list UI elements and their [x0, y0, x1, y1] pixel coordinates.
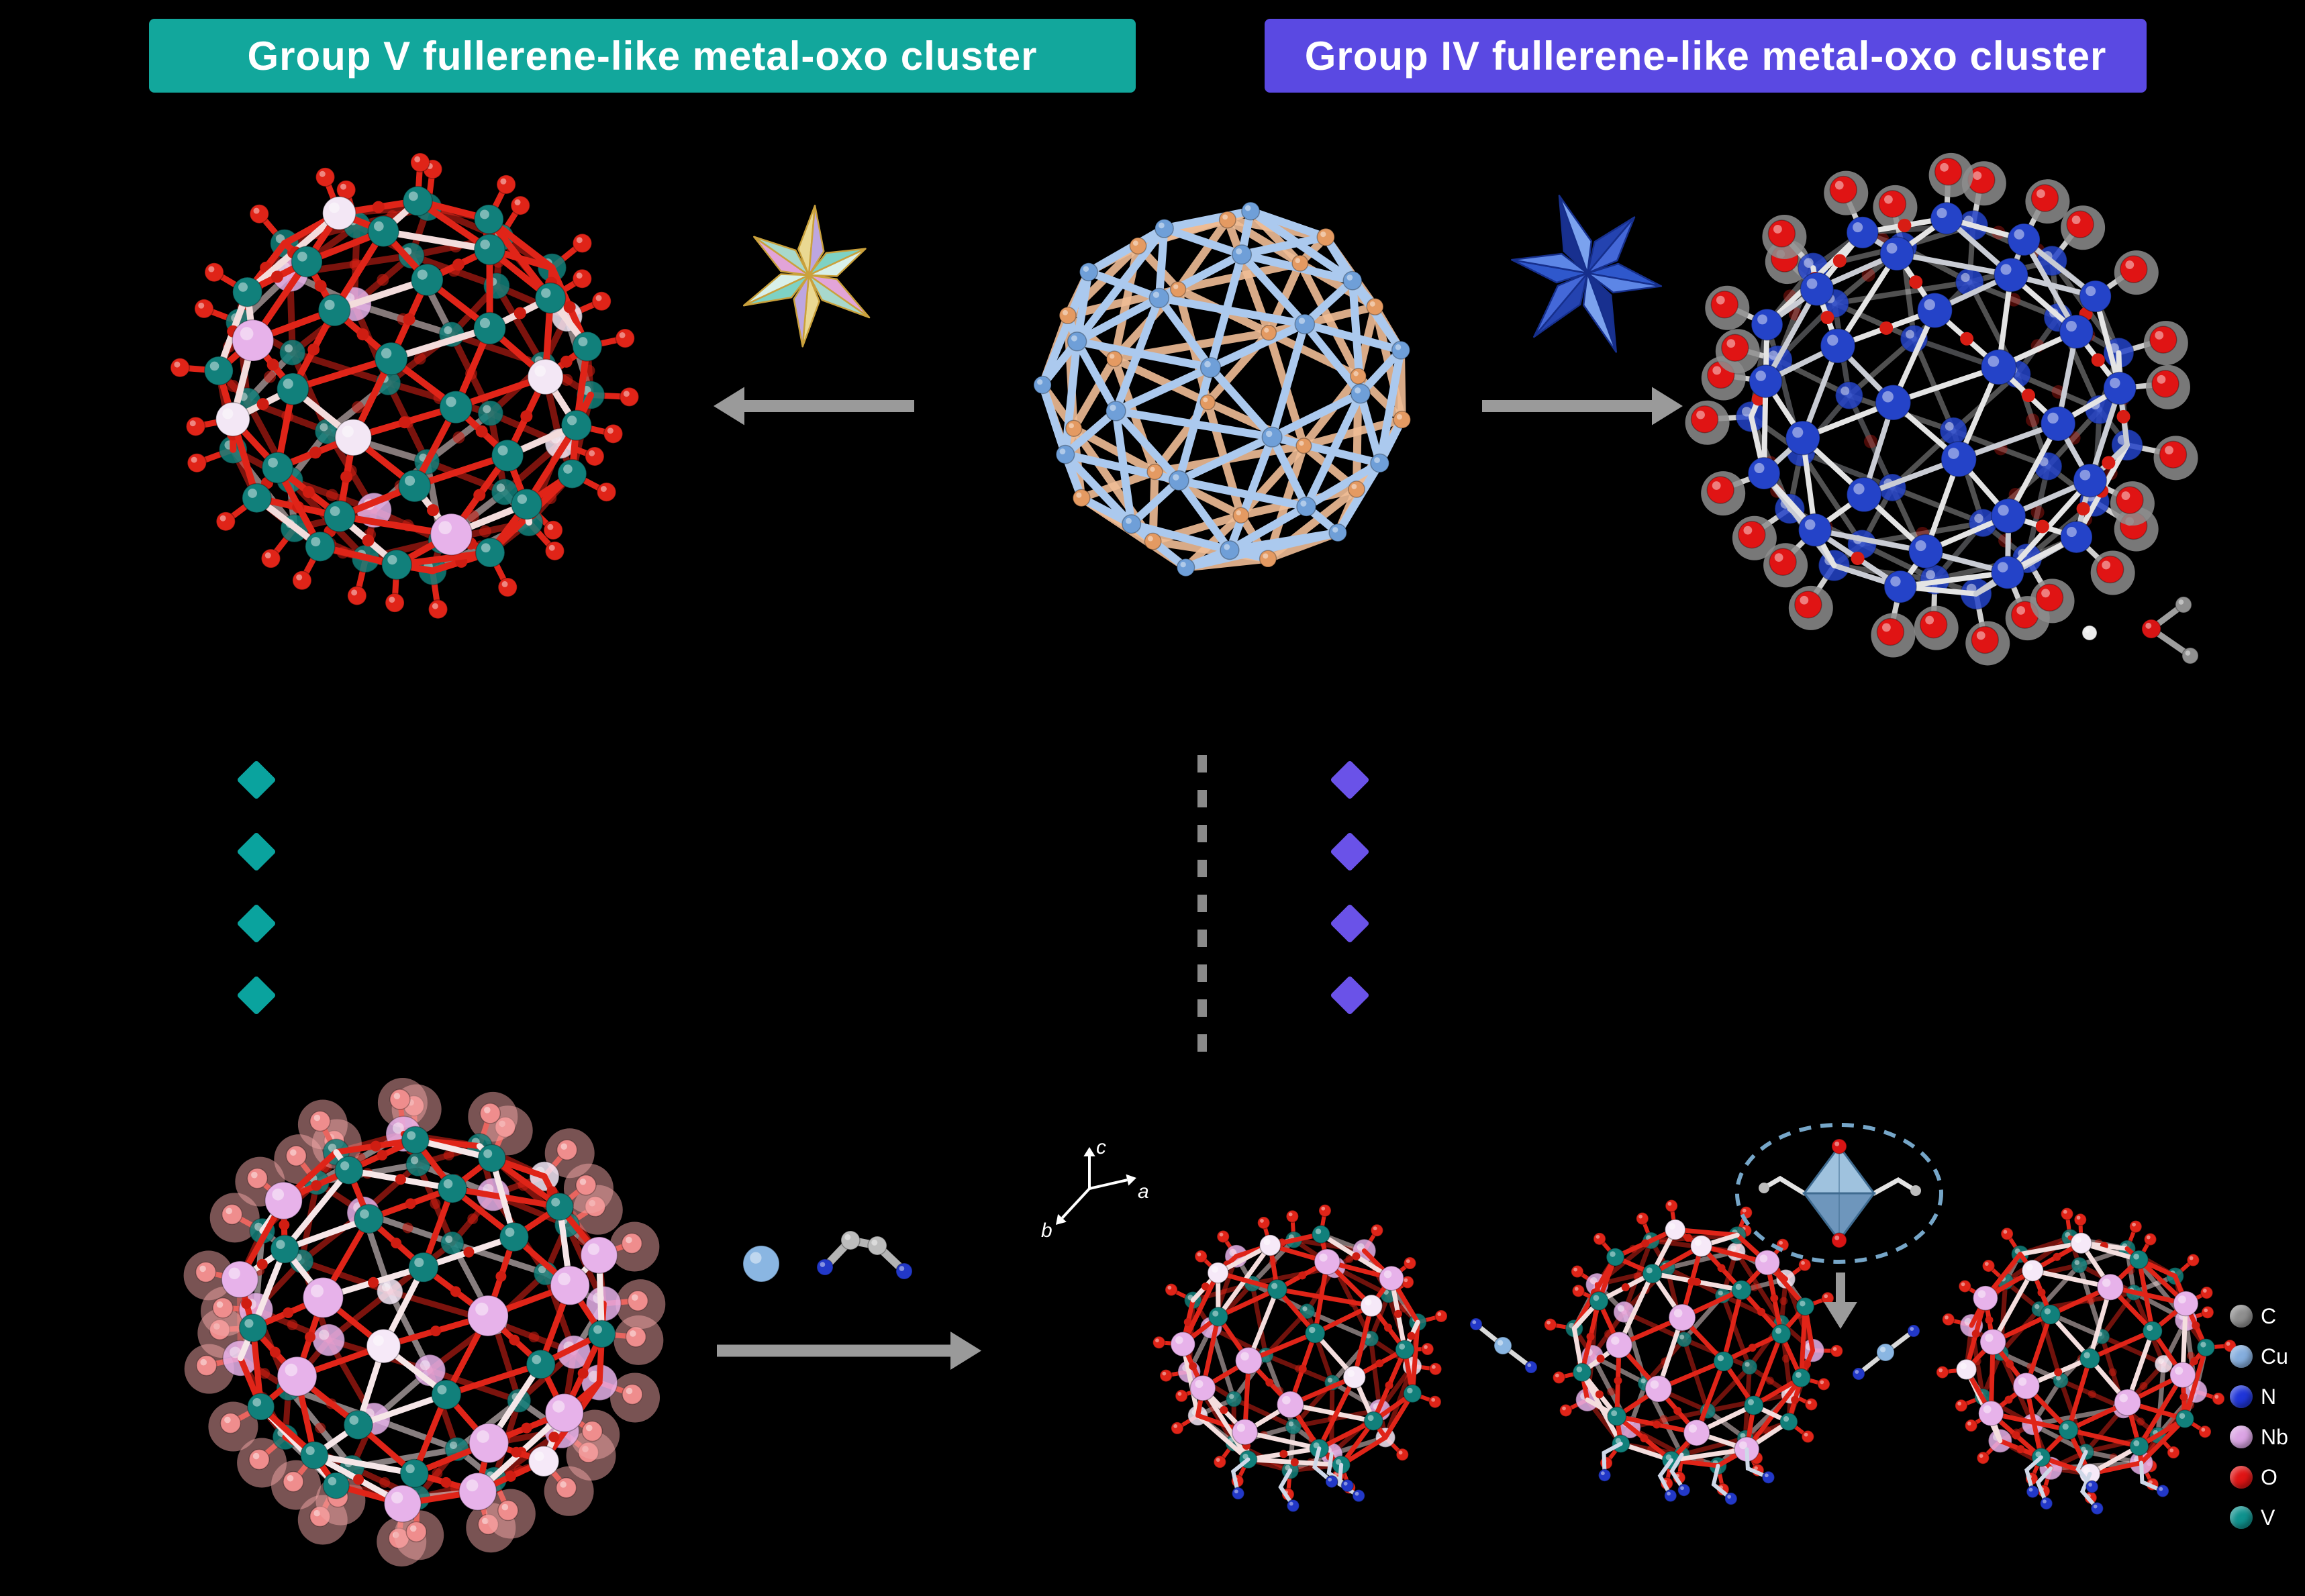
bullet-diamond — [1330, 975, 1370, 1015]
arrow-right-icon — [1477, 379, 1688, 433]
bullet-diamond — [236, 975, 277, 1015]
diamine-ligand-molecule — [816, 1228, 916, 1289]
svg-text:a: a — [1138, 1181, 1149, 1203]
dashed-divider — [1197, 755, 1207, 1064]
bullet-list-group-iv — [1330, 760, 1370, 1015]
legend-dot-C — [2230, 1305, 2253, 1328]
bullet-list-group-v — [236, 760, 277, 1015]
byproduct-molecule — [2071, 581, 2232, 681]
legend-label-N: N — [2261, 1384, 2277, 1409]
polyhedron-star-group-iv-icon — [1497, 183, 1678, 364]
chain-linker-2 — [1843, 1312, 1930, 1393]
polyhedron-star-group-v-icon — [728, 195, 889, 356]
legend-dot-N — [2230, 1385, 2253, 1408]
legend-label-Cu: Cu — [2261, 1344, 2288, 1368]
legend-label-Nb: Nb — [2261, 1424, 2288, 1449]
chain-cluster-1 — [1126, 1178, 1475, 1527]
chain-cluster-3 — [1911, 1181, 2260, 1530]
legend-dot-Nb — [2230, 1426, 2253, 1448]
bullet-diamond — [236, 903, 277, 944]
chain-linker-1 — [1460, 1305, 1547, 1386]
arrow-left-icon — [708, 379, 920, 433]
arrow-inset-down-icon — [1820, 1267, 1861, 1334]
legend-dot-Cu — [2230, 1345, 2253, 1368]
legend-dot-V — [2230, 1506, 2253, 1529]
copper-atom-icon — [737, 1240, 785, 1288]
legend-item-V: V — [2230, 1502, 2288, 1533]
bullet-diamond — [1330, 832, 1370, 872]
legend-label-O: O — [2261, 1464, 2277, 1489]
banner-group-v-label: Group V fullerene-like metal-oxo cluster — [247, 33, 1038, 79]
legend-dot-O — [2230, 1466, 2253, 1489]
banner-group-iv: Group IV fullerene-like metal-oxo cluste… — [1265, 19, 2147, 93]
legend-label-V: V — [2261, 1505, 2275, 1530]
legend-label-C: C — [2261, 1303, 2277, 1328]
bullet-diamond — [1330, 903, 1370, 944]
unit-cell-axes-icon: c a b — [1037, 1131, 1151, 1245]
legend-item-C: C — [2230, 1301, 2288, 1332]
banner-group-iv-label: Group IV fullerene-like metal-oxo cluste… — [1304, 33, 2107, 79]
banner-group-v: Group V fullerene-like metal-oxo cluster — [149, 19, 1136, 93]
cluster-group-iv-top — [1665, 131, 2215, 681]
svg-text:b: b — [1041, 1219, 1052, 1242]
legend-item-O: O — [2230, 1462, 2288, 1493]
legend-item-Nb: Nb — [2230, 1422, 2288, 1452]
cluster-group-v-bottom — [154, 1050, 691, 1587]
octahedron-inset — [1725, 1113, 1953, 1274]
bullet-diamond — [1330, 760, 1370, 800]
chain-cluster-2 — [1519, 1173, 1868, 1522]
bullet-diamond — [236, 760, 277, 800]
legend-item-Cu: Cu — [2230, 1341, 2288, 1372]
icosahedral-core-frame — [1007, 171, 1443, 607]
cluster-group-v-top — [144, 124, 668, 648]
svg-text:c: c — [1096, 1136, 1106, 1158]
arrow-bottom-icon — [712, 1326, 987, 1376]
bullet-diamond — [236, 832, 277, 872]
legend-item-N: N — [2230, 1381, 2288, 1412]
